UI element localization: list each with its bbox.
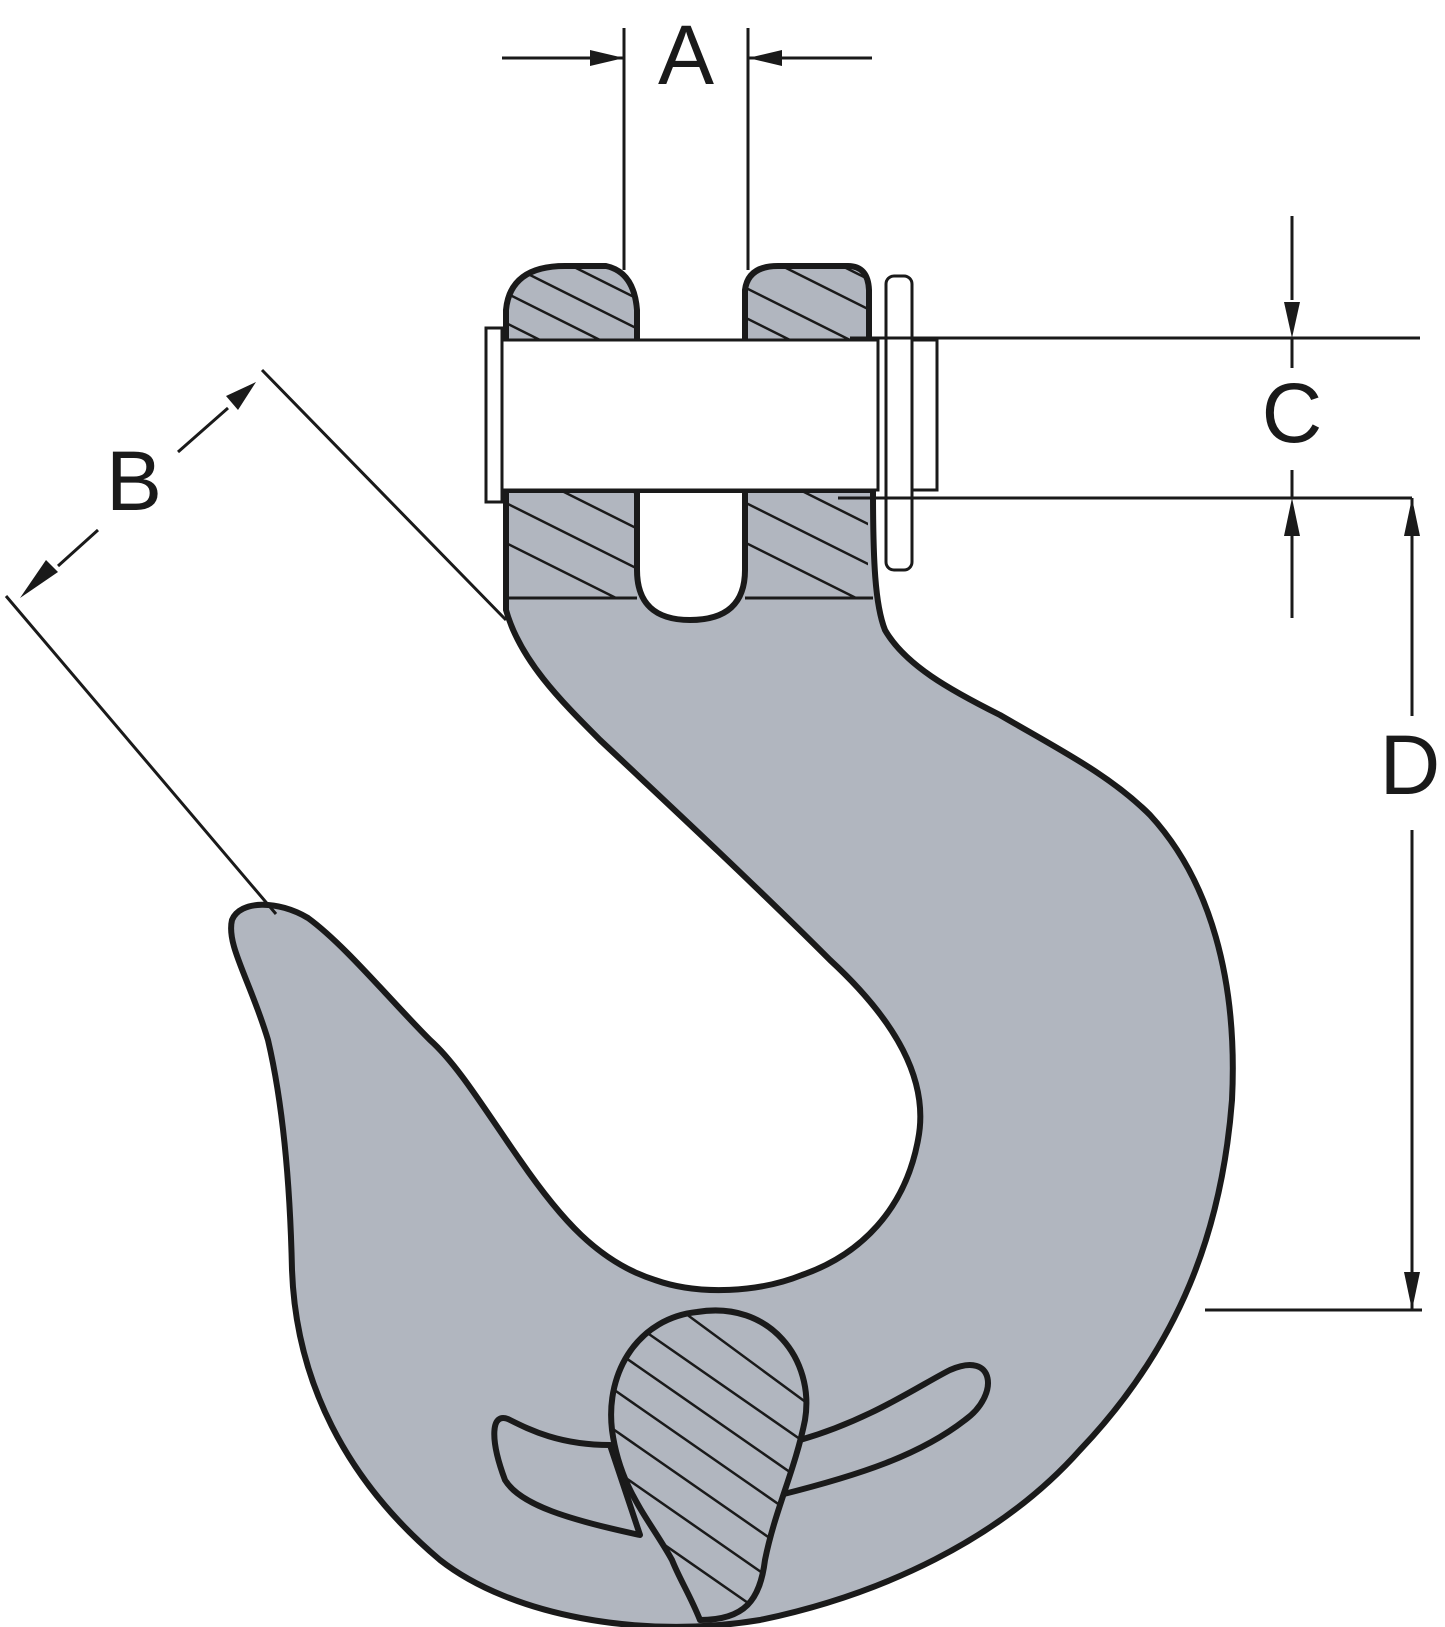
- clevis-lug-right: [742, 263, 872, 343]
- clevis-lug-left: [503, 263, 640, 343]
- lower-right-hatch: [748, 490, 868, 598]
- lower-left-hatch: [506, 490, 634, 598]
- clevis-pin: [500, 338, 880, 492]
- dimension-b: B: [4, 368, 508, 915]
- chain-link-side-right: [777, 1362, 991, 1498]
- cotter-pin: [884, 274, 914, 572]
- dimension-label-b: B: [106, 434, 162, 528]
- chain-link-side-left: [491, 1415, 643, 1538]
- dimension-label-c: C: [1262, 366, 1323, 460]
- dimension-c: C: [838, 216, 1420, 618]
- dimension-a: A: [502, 8, 872, 270]
- clevis-slot: [634, 487, 748, 623]
- hook-body: [228, 487, 1236, 1627]
- dimension-d: D: [1205, 498, 1441, 1312]
- dimension-label-a: A: [658, 8, 714, 102]
- dimension-label-d: D: [1380, 718, 1441, 812]
- pin-head: [484, 326, 504, 504]
